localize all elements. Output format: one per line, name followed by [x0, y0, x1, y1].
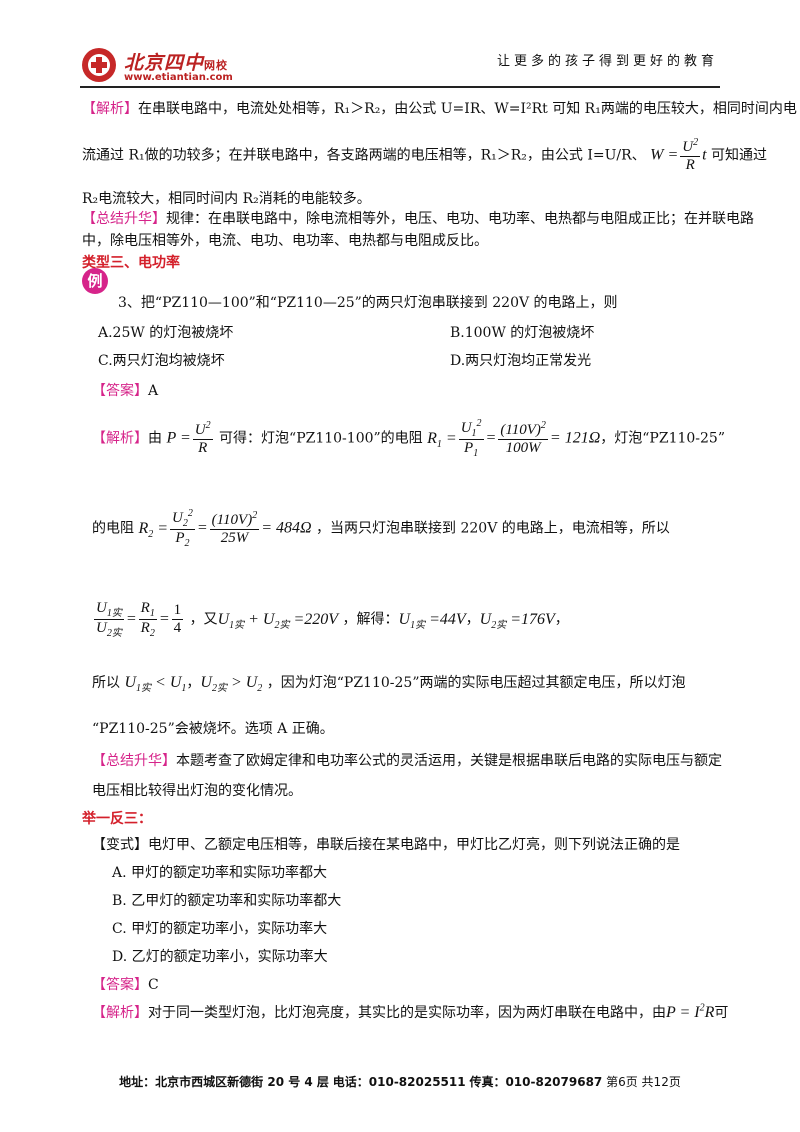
analysis-text: 在串联电路中，电流处处相等，R₁＞R₂，由公式 U=IR、W=I²Rt 可知 R…: [138, 101, 797, 117]
footer-address-label: 地址：: [119, 1075, 156, 1089]
variant-tag: 【变式】: [92, 837, 148, 853]
variant-option-d: D. 乙灯的额定功率小，实际功率大: [112, 949, 328, 965]
footer-address: 北京市西城区新德街 20 号 4 层: [155, 1075, 329, 1089]
site-logo: 北京四中网校 www.etiantian.com: [80, 46, 280, 86]
variant-option-a: A. 甲灯的额定功率和实际功率都大: [112, 865, 328, 881]
option-b: B.100W 的灯泡被烧坏: [450, 325, 595, 341]
option-c: C.两只灯泡均被烧坏: [98, 353, 225, 369]
page-footer: 地址：北京市西城区新德街 20 号 4 层 电话：010-82025511 传真…: [0, 1073, 800, 1090]
analysis-text: ，解得：: [342, 611, 399, 628]
variant-option-b: B. 乙甲灯的额定功率和实际功率都大: [112, 893, 342, 909]
answer-tag: 【答案】: [92, 977, 148, 993]
analysis-line-3: R₂电流较大，相同时间内 R₂消耗的电能较多。: [82, 191, 371, 207]
footer-fax-label: 传真：: [469, 1075, 506, 1089]
logo-name: 北京四中网校: [124, 52, 229, 74]
analysis-text: 由: [148, 430, 162, 447]
header-divider: [80, 86, 720, 88]
option-a: A.25W 的灯泡被烧坏: [98, 325, 234, 341]
example-badge: 例: [82, 268, 108, 294]
footer-page-number: 第6页 共12页: [606, 1075, 681, 1089]
answer-value: C: [148, 977, 159, 993]
summary-text: 本题考查了欧姆定律和电功率公式的灵活运用，关键是根据串联后电路的实际电压与额定: [176, 753, 722, 769]
variant-text: 电灯甲、乙额定电压相等，串联后接在某电路中，甲灯比乙灯亮，则下列说法正确的是: [148, 837, 680, 853]
summary-tag: 【总结升华】: [82, 211, 166, 227]
variant-stem: 【变式】电灯甲、乙额定电压相等，串联后接在某电路中，甲灯比乙灯亮，则下列说法正确…: [92, 834, 680, 854]
analysis-text: 所以: [92, 675, 120, 691]
summary-line-2: 中，除电压相等外，电流、电功、电功率、电热都与电阻成反比。: [82, 233, 488, 249]
analysis-text: 可得：灯泡“PZ110-100”的电阻: [219, 430, 423, 447]
analysis-text: 流通过 R₁做的功较多；在并联电路中，各支路两端的电压相等，R₁＞R₂，由公式 …: [82, 147, 646, 164]
header-slogan: 让更多的孩子得到更好的教育: [496, 54, 718, 69]
analysis-text: 可知通过: [711, 147, 768, 164]
analysis-text: 对于同一类型灯泡，比灯泡亮度，其实比的是实际功率，因为两灯串联在电路中，由: [148, 1005, 666, 1021]
summary2-line-1: 【总结升华】本题考查了欧姆定律和电功率公式的灵活运用，关键是根据串联后电路的实际…: [92, 750, 722, 770]
answer-line: 【答案】A: [92, 380, 158, 400]
analysis-text: ，又: [189, 611, 218, 628]
variant-option-c: C. 甲灯的额定功率小，实际功率大: [112, 921, 328, 937]
logo-url: www.etiantian.com: [124, 72, 233, 83]
analysis-line-1: 【解析】在串联电路中，电流处处相等，R₁＞R₂，由公式 U=IR、W=I²Rt …: [82, 98, 797, 118]
footer-phone-label: 电话：: [332, 1075, 369, 1089]
formula-w: W =: [650, 146, 679, 164]
analysis-tag: 【解析】: [82, 101, 138, 117]
analysis-text: ，灯泡“PZ110-25”: [600, 430, 725, 447]
analysis2-line-5: “PZ110-25”会被烧坏。选项 A 正确。: [92, 721, 334, 737]
practice-title: 举一反三：: [82, 811, 152, 827]
summary-tag: 【总结升华】: [92, 753, 176, 769]
summary-line-1: 【总结升华】规律：在串联电路中，除电流相等外，电压、电功、电功率、电热都与电阻成…: [82, 208, 754, 228]
footer-fax: 010-82079687: [505, 1075, 603, 1089]
analysis-tag: 【解析】: [92, 1005, 148, 1021]
logo-emblem-icon: [82, 48, 116, 82]
question-stem: 3、把“PZ110—100”和“PZ110—25”的两只灯泡串联接到 220V …: [118, 295, 618, 311]
analysis3-line-1: 【解析】对于同一类型灯泡，比灯泡亮度，其实比的是实际功率，因为两灯串联在电路中，…: [92, 1002, 729, 1021]
option-d: D.两只灯泡均正常发光: [450, 353, 592, 369]
summary-text: 规律：在串联电路中，除电流相等外，电压、电功、电功率、电热都与电阻成正比；在并联…: [166, 211, 754, 227]
logo-net: 网校: [204, 59, 229, 72]
analysis-text: 可: [714, 1005, 729, 1021]
answer-tag: 【答案】: [92, 383, 148, 399]
analysis-tag: 【解析】: [92, 430, 148, 447]
analysis-text: ，当两只灯泡串联接到 220V 的电路上，电流相等，所以: [316, 520, 670, 537]
analysis-text: 的电阻: [92, 520, 134, 537]
section-title: 类型三、电功率: [82, 255, 180, 271]
footer-phone: 010-82025511: [368, 1075, 466, 1089]
variant-answer: 【答案】C: [92, 974, 159, 994]
analysis-text: ，因为灯泡“PZ110-25”两端的实际电压超过其额定电压，所以灯泡: [266, 675, 686, 691]
analysis2-line-4: 所以 U1实 < U1，U2实 > U2 ，因为灯泡“PZ110-25”两端的实…: [92, 674, 686, 695]
summary2-line-2: 电压相比较得出灯泡的变化情况。: [92, 783, 302, 799]
analysis-line-2: 流通过 R₁做的功较多；在并联电路中，各支路两端的电压相等，R₁＞R₂，由公式 …: [82, 137, 768, 173]
answer-value: A: [148, 383, 159, 399]
